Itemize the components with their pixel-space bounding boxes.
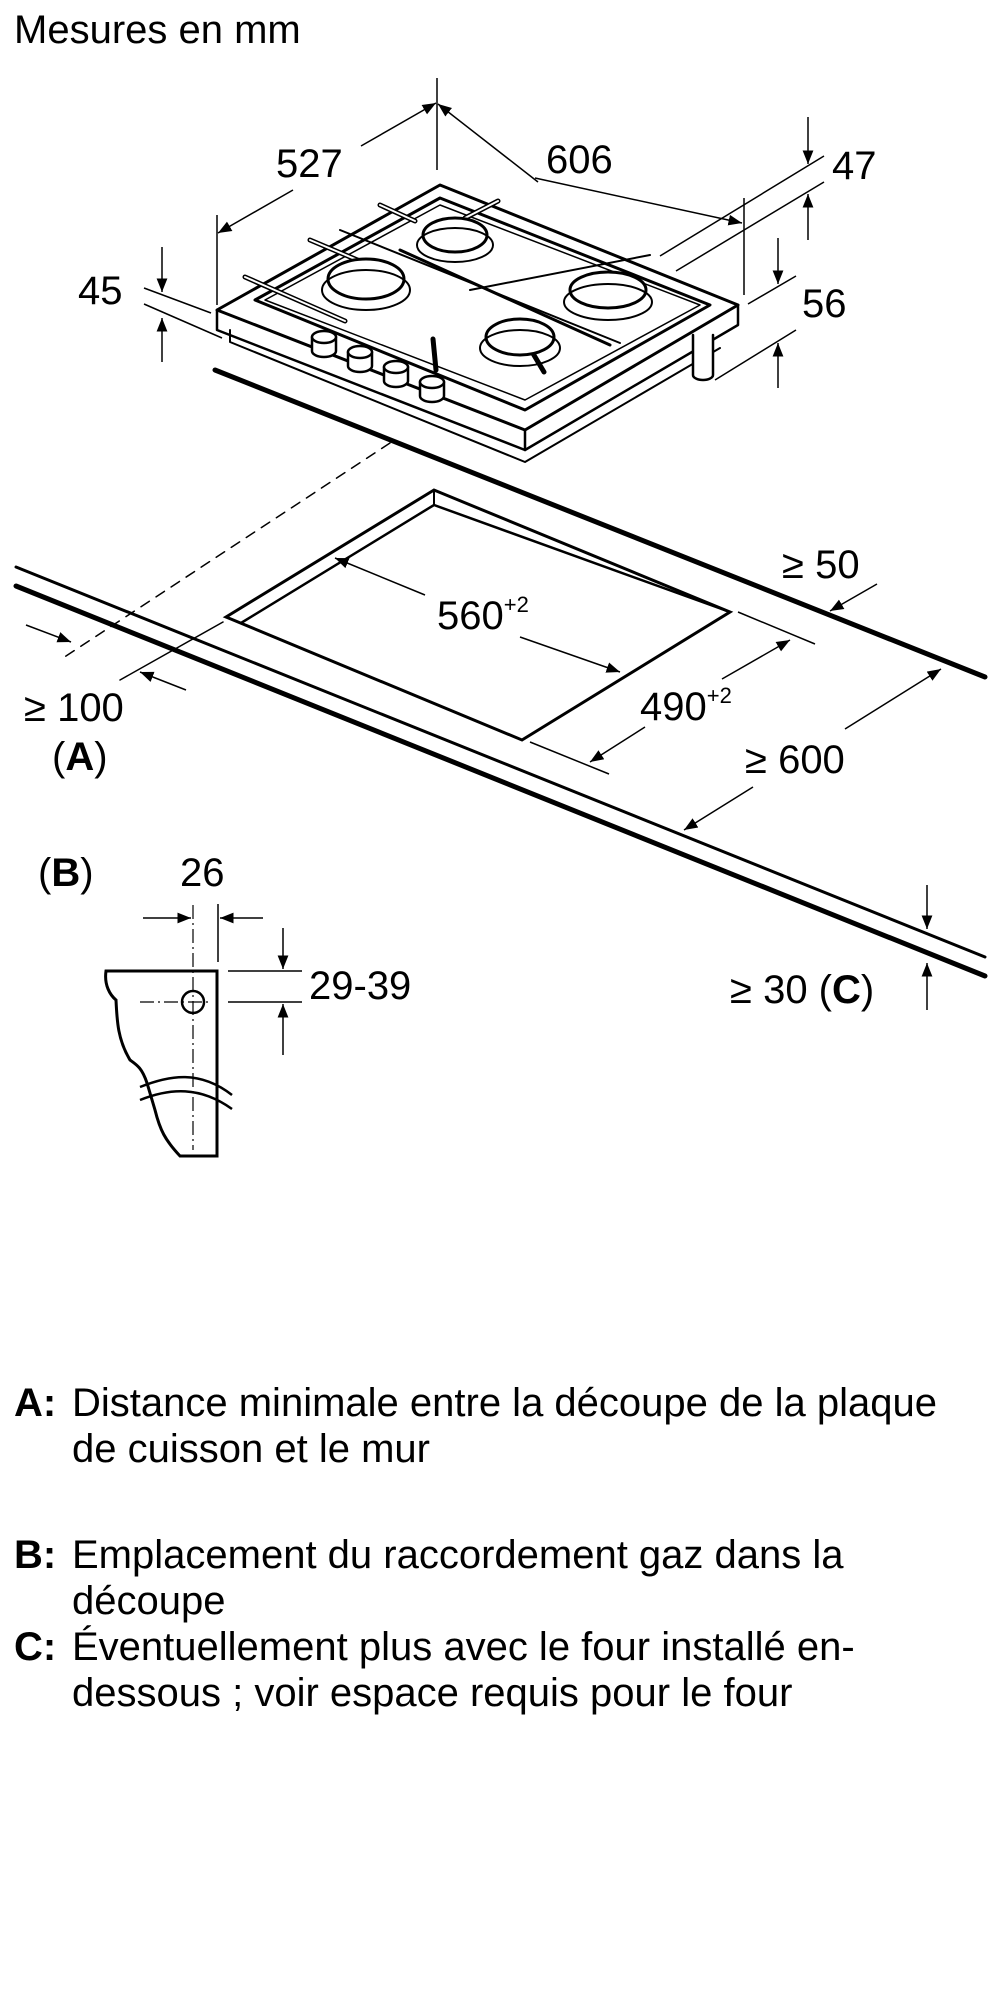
gas-detail-marker: (B) [38, 851, 94, 895]
cutout-width-label: 560+2 [437, 592, 529, 638]
legend-text: Emplacement du raccordement gaz dans la … [72, 1533, 844, 1623]
legend-item-a: A: Distance minimale entre la découpe de… [14, 1380, 974, 1472]
back-distance-label: ≥ 50 [782, 543, 860, 587]
worktop-depth-label: ≥ 600 [745, 738, 845, 782]
legend: A: Distance minimale entre la découpe de… [14, 1380, 974, 1716]
gas-detail-horizontal-label: 26 [180, 851, 225, 895]
wall-marker-label: (A) [52, 735, 108, 779]
legend-text: Éventuellement plus avec le four install… [72, 1625, 855, 1715]
worktop-thickness-label: ≥ 30 (C) [730, 968, 875, 1012]
legend-key: B: [14, 1533, 57, 1577]
gas-detail-vertical-label: 29-39 [309, 964, 412, 1008]
dimension-label-top-height: 47 [832, 144, 877, 188]
installation-diagram [13, 78, 988, 1158]
cutout-dimension-lines [25, 557, 942, 1010]
legend-item-b: B: Emplacement du raccordement gaz dans … [14, 1532, 974, 1624]
dimension-label-below-height: 56 [802, 282, 847, 326]
page-title: Mesures en mm [14, 8, 301, 52]
gas-connection-detail-drawing [104, 904, 302, 1158]
dimension-label-width: 606 [546, 138, 613, 182]
dimension-label-front-height: 45 [78, 269, 123, 313]
hob-dimension-lines [143, 78, 825, 388]
legend-item-c: C: Éventuellement plus avec le four inst… [14, 1624, 974, 1716]
cutout-depth-label: 490+2 [640, 683, 732, 729]
hob-drawing [215, 183, 740, 463]
dimension-label-depth: 527 [276, 142, 343, 186]
wall-distance-label: ≥ 100 [24, 686, 124, 730]
legend-text: Distance minimale entre la découpe de la… [72, 1381, 937, 1471]
legend-key: A: [14, 1381, 57, 1425]
legend-key: C: [14, 1625, 57, 1669]
worktop-drawing [13, 367, 988, 979]
